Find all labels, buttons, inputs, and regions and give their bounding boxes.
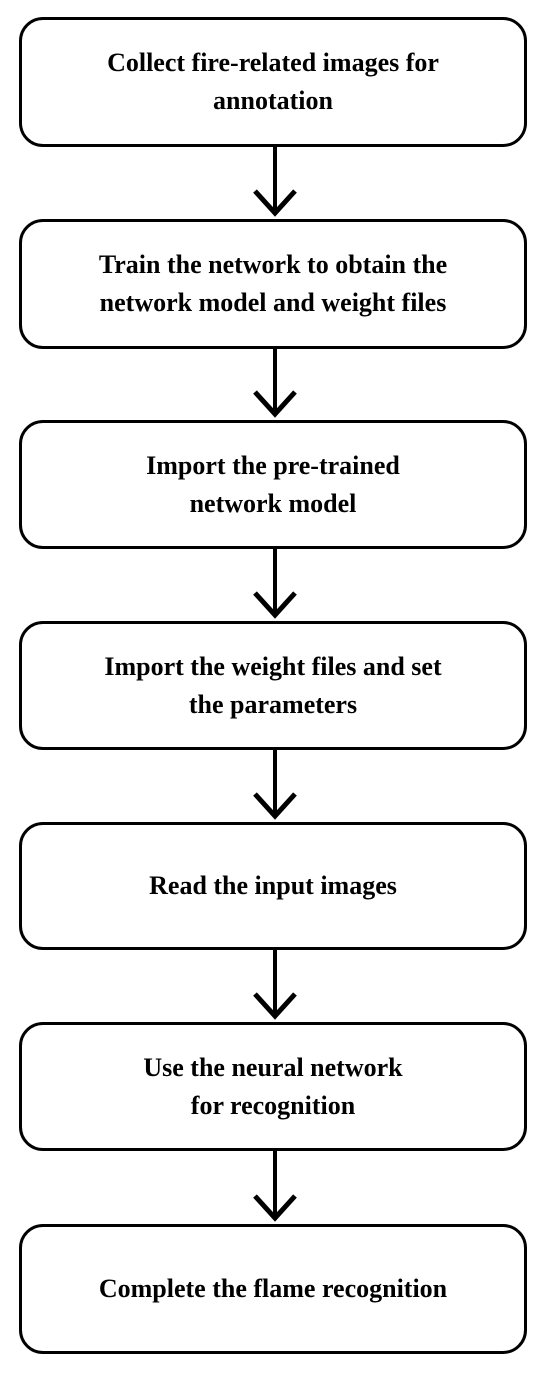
step-read-images-label: Read the input images [149,871,397,900]
step-import-model-box: Import the pre-trained network model [19,420,527,549]
step-collect-images-box: Collect fire-related images for annotati… [19,17,527,147]
arrow-down-icon [0,147,550,219]
step-use-network-box: Use the neural network for recognition [19,1022,527,1151]
step-collect-images-label: Collect fire-related images for annotati… [107,48,439,115]
step-complete-recognition-label: Complete the flame recognition [98,1274,448,1303]
arrow-down-icon [0,950,550,1022]
step-complete-recognition-box: Complete the flame recognition [19,1224,527,1354]
arrow-down-icon [0,549,550,621]
step-train-network-box: Train the network to obtain the network … [19,219,527,349]
arrow-down-icon [0,349,550,420]
step-import-model-label: Import the pre-trained network model [146,450,400,518]
arrow-down-icon [0,1151,550,1224]
step-train-network-label: Train the network to obtain the network … [98,250,448,317]
step-read-images-box: Read the input images [19,822,527,950]
step-use-network-label: Use the neural network for recognition [143,1052,403,1120]
step-import-weights-label: Import the weight files and set the para… [104,651,442,719]
step-import-weights-box: Import the weight files and set the para… [19,621,527,750]
arrow-down-icon [0,750,550,822]
